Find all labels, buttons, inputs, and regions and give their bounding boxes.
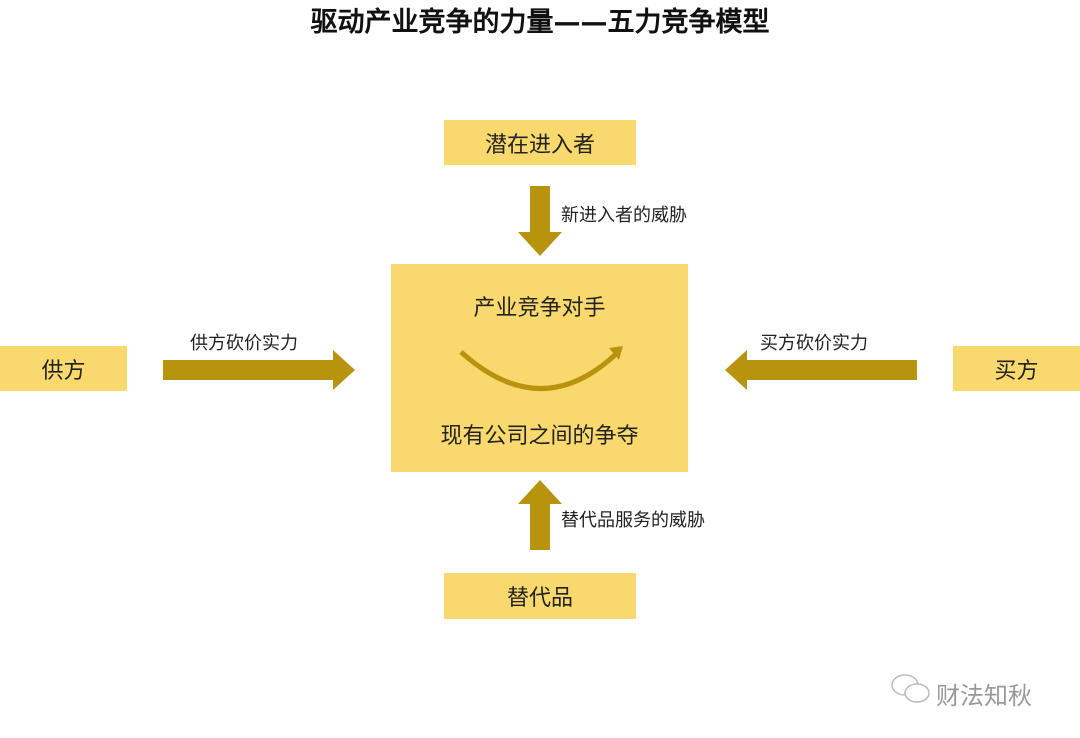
arrow-down-entrants	[518, 186, 562, 256]
label-substitute-threat: 替代品服务的威胁	[561, 510, 705, 531]
diagram-title: 驱动产业竞争的力量——五力竞争模型	[310, 7, 770, 38]
arrow-up-substitutes	[518, 480, 562, 550]
node-substitutes: 替代品	[444, 573, 636, 619]
center-title: 产业竞争对手	[473, 296, 606, 321]
label-supplier-power: 供方砍价实力	[190, 333, 298, 354]
arrow-left-buyers	[725, 350, 917, 390]
label-new-entrants-threat: 新进入者的威胁	[561, 205, 687, 226]
node-suppliers: 供方	[0, 346, 127, 391]
node-buyers: 买方	[953, 346, 1080, 391]
label-buyer-power: 买方砍价实力	[760, 333, 868, 354]
arrow-right-suppliers	[163, 350, 355, 390]
wechat-icon	[891, 674, 930, 703]
watermark-text: 财法知秋	[936, 682, 1032, 710]
cycle-arrow-icon	[459, 346, 623, 391]
center-subtitle: 现有公司之间的争夺	[440, 424, 639, 449]
node-industry-rivals: 产业竞争对手 现有公司之间的争夺	[391, 264, 688, 472]
node-potential-entrants: 潜在进入者	[444, 120, 636, 165]
